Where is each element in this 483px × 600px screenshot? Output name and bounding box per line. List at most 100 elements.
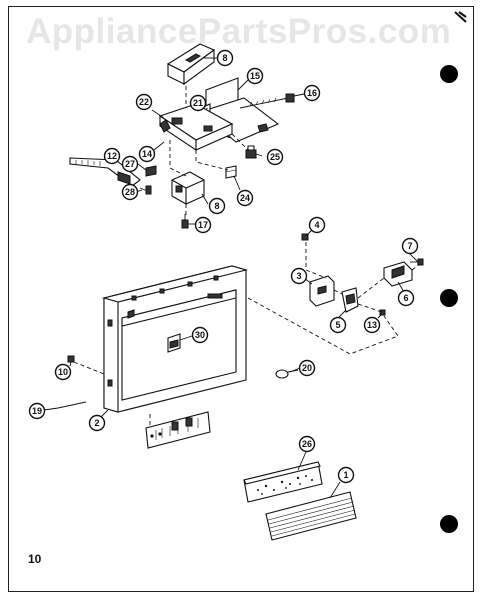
callout-22-label: 22 (139, 97, 149, 107)
callout-4-label: 4 (314, 220, 319, 230)
leader-10 (69, 361, 72, 367)
callout-16[interactable]: 16 (303, 84, 321, 102)
screw-13 (379, 309, 386, 316)
callout-2[interactable]: 2 (88, 414, 106, 432)
leader-15 (237, 79, 249, 91)
callout-3-label: 3 (296, 271, 301, 281)
guide-right-3 (357, 277, 385, 299)
leader-1 (329, 481, 341, 499)
leader-14 (153, 141, 165, 151)
leader-24 (233, 175, 241, 191)
callout-20[interactable]: 20 (298, 359, 316, 377)
screw-4 (301, 233, 309, 241)
callout-5[interactable]: 5 (329, 316, 347, 334)
callout-8b[interactable]: 8 (208, 197, 226, 215)
guide-right-4 (411, 263, 421, 271)
callout-13[interactable]: 13 (363, 316, 381, 334)
callout-10-label: 10 (58, 367, 68, 377)
bracket-6 (383, 261, 413, 287)
screw-16 (239, 93, 295, 109)
callout-13-label: 13 (367, 320, 377, 330)
callout-27-label: 27 (125, 159, 135, 169)
screw-17 (181, 214, 189, 229)
callout-24[interactable]: 24 (236, 189, 254, 207)
callout-21[interactable]: 21 (189, 94, 207, 112)
callout-17[interactable]: 17 (194, 216, 212, 234)
switch-base-14 (158, 103, 234, 152)
callout-5-label: 5 (335, 320, 340, 330)
callout-1-label: 1 (343, 470, 348, 480)
washer-28 (139, 185, 152, 195)
callout-6[interactable]: 6 (397, 289, 415, 307)
leader-30 (179, 335, 193, 341)
callout-2-label: 2 (94, 418, 99, 428)
guide-right-5 (357, 303, 383, 313)
callout-30[interactable]: 30 (191, 326, 209, 344)
callout-22[interactable]: 22 (135, 93, 153, 111)
corner-mark (454, 11, 467, 23)
callout-19[interactable]: 19 (28, 402, 46, 420)
screw-10 (67, 355, 75, 363)
callout-28[interactable]: 28 (121, 183, 139, 201)
guide-upper-3 (195, 150, 229, 171)
callout-17-label: 17 (198, 220, 208, 230)
callout-group: 8 15 16 22 21 14 12 27 28 25 24 8 17 4 7… (28, 49, 419, 484)
leader-19 (43, 407, 59, 411)
guide-right-2 (333, 289, 343, 295)
watermark-text: AppliancePartsPros.com (26, 12, 452, 51)
callout-21-label: 21 (193, 98, 203, 108)
callout-12[interactable]: 12 (103, 147, 121, 165)
nut-24 (225, 165, 237, 179)
leader-25 (255, 153, 263, 157)
callout-25[interactable]: 25 (266, 148, 284, 166)
callout-14[interactable]: 14 (138, 145, 156, 163)
callout-4[interactable]: 4 (308, 216, 326, 234)
wire-20 (275, 369, 299, 379)
page-number: 10 (28, 552, 42, 566)
callout-20-label: 20 (302, 363, 312, 373)
callout-8a[interactable]: 8 (216, 49, 234, 67)
switch-30 (167, 333, 181, 353)
clip-25 (245, 145, 257, 159)
callout-19-label: 19 (32, 406, 42, 416)
leader-9 (201, 193, 209, 205)
leader-22 (151, 109, 165, 119)
callout-10[interactable]: 10 (54, 363, 72, 381)
leader-16 (293, 93, 305, 97)
callout-7-label: 7 (407, 241, 412, 251)
callout-3[interactable]: 3 (290, 267, 308, 285)
callout-6-label: 6 (403, 293, 408, 303)
binder-hole-top (440, 65, 458, 83)
leader-6 (397, 281, 405, 293)
callout-8b-label: 8 (214, 201, 219, 211)
leader-4 (305, 229, 313, 237)
callout-30-label: 30 (195, 330, 205, 340)
callout-8a-label: 8 (222, 53, 227, 63)
bracket-3 (309, 275, 335, 307)
leader-26 (297, 451, 307, 471)
binder-hole-middle (440, 289, 458, 307)
callout-7[interactable]: 7 (401, 237, 419, 255)
leader-27 (137, 163, 147, 171)
leader-13 (377, 313, 383, 319)
leader-5 (337, 309, 347, 319)
screw-27 (145, 165, 157, 177)
callout-24-label: 24 (240, 193, 250, 203)
leader-20 (289, 367, 301, 373)
latch-5 (341, 287, 359, 313)
callout-1[interactable]: 1 (337, 466, 355, 484)
callout-25-label: 25 (270, 152, 280, 162)
guide-upper-2 (169, 140, 187, 177)
filter-26 (243, 461, 323, 503)
callout-15-label: 15 (250, 71, 260, 81)
callout-27[interactable]: 27 (121, 155, 139, 173)
grille-1 (265, 491, 357, 541)
guide-frame-10 (73, 361, 105, 375)
callout-26[interactable]: 26 (298, 435, 316, 453)
bracket-part-top (166, 43, 216, 86)
callout-15[interactable]: 15 (246, 67, 264, 85)
guide-upper-4 (231, 133, 249, 151)
callout-28-label: 28 (125, 187, 135, 197)
